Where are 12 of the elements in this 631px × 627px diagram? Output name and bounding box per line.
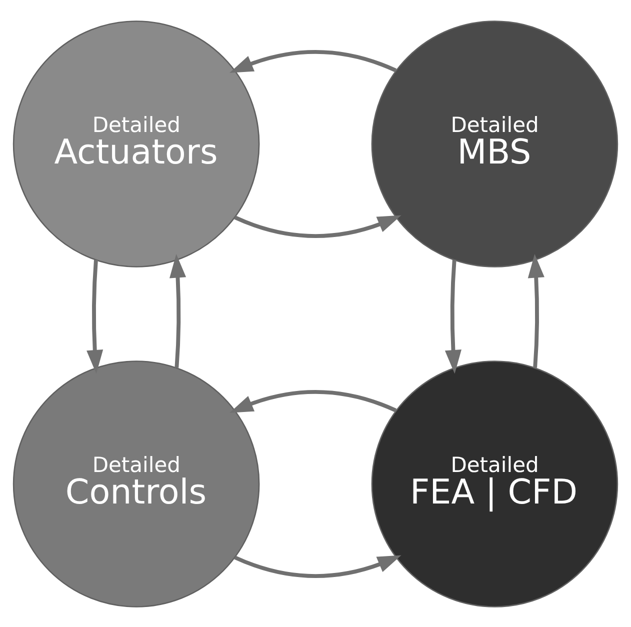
arrow — [234, 554, 402, 578]
arrow — [444, 259, 462, 374]
node-circle: Detailed Controls — [12, 360, 260, 607]
arrow — [230, 50, 397, 72]
arrow — [234, 214, 402, 238]
node-circle: Detailed FEA | CFD — [371, 360, 618, 607]
arrow — [86, 259, 104, 374]
node-circle: Detailed Actuators — [12, 20, 260, 267]
arrow — [528, 254, 544, 368]
arrow — [230, 390, 397, 412]
node-circle: Detailed MBS — [371, 20, 618, 267]
arrow — [170, 254, 186, 368]
